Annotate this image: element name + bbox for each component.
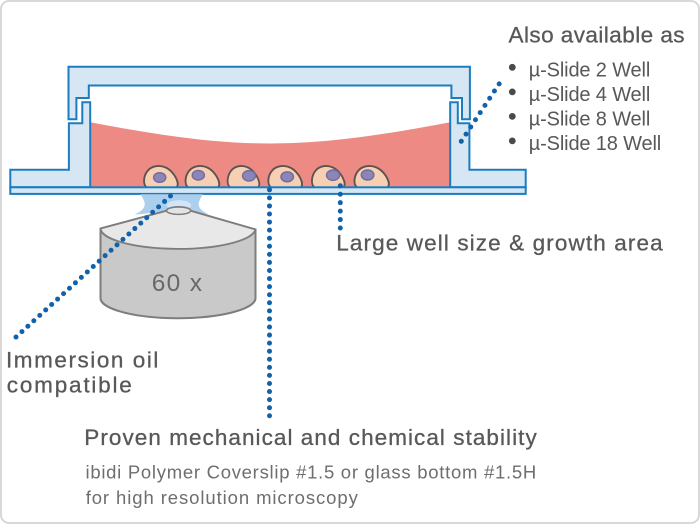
svg-text:60 x: 60 x [152, 270, 204, 297]
svg-text:ibidi Polymer Coverslip #1.5 o: ibidi Polymer Coverslip #1.5 or glass bo… [86, 462, 537, 483]
svg-text:Large well size & growth area: Large well size & growth area [336, 231, 664, 256]
svg-text:µ-Slide 4 Well: µ-Slide 4 Well [529, 84, 650, 106]
svg-text:Proven mechanical and chemical: Proven mechanical and chemical stability [84, 425, 537, 450]
svg-text:µ-Slide 18 Well: µ-Slide 18 Well [529, 133, 661, 155]
svg-text:µ-Slide 8 Well: µ-Slide 8 Well [529, 109, 650, 131]
svg-text:for high resolution microscopy: for high resolution microscopy [86, 487, 359, 508]
svg-text:Also available as: Also available as [509, 22, 686, 47]
svg-text:compatible: compatible [7, 372, 134, 397]
svg-text:Immersion oil: Immersion oil [6, 348, 160, 373]
svg-text:µ-Slide 2 Well: µ-Slide 2 Well [529, 59, 650, 81]
